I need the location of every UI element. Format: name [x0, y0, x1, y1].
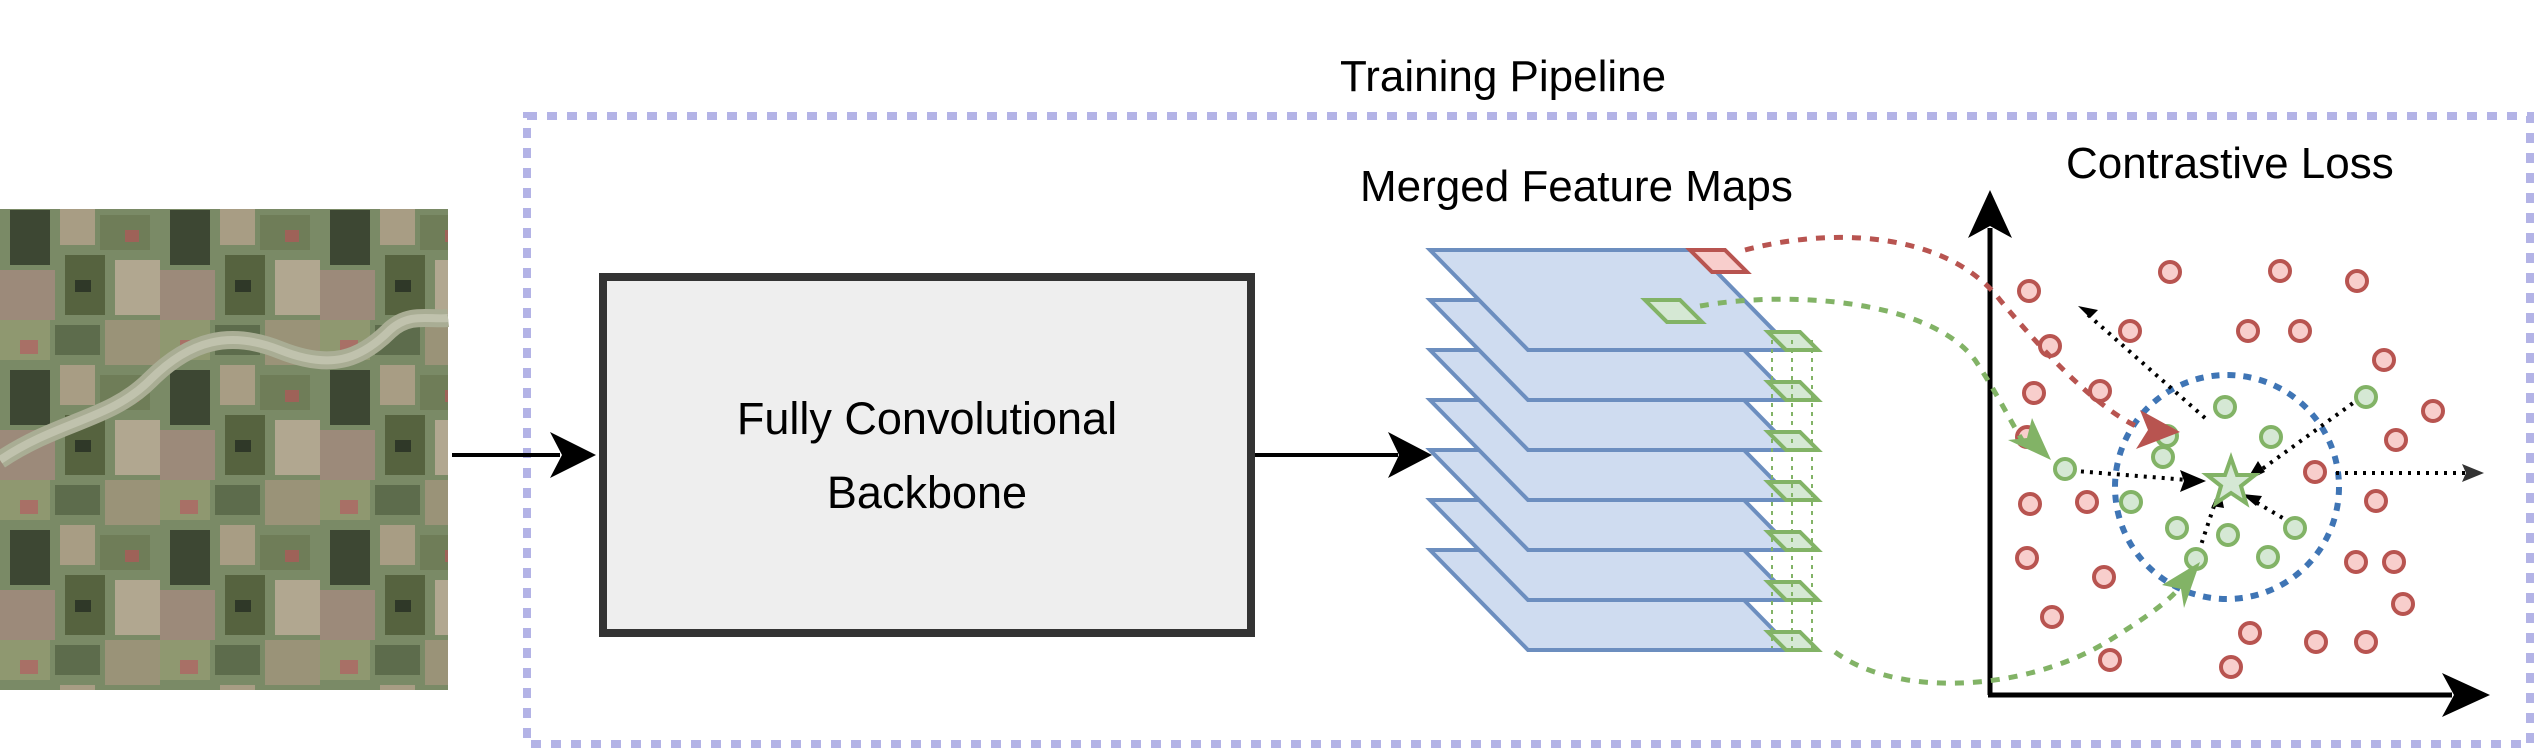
- negative-point: [2421, 399, 2445, 423]
- negative-point: [2088, 379, 2112, 403]
- star-icon: [2201, 451, 2261, 508]
- negative-point: [2158, 260, 2182, 284]
- pull-arrow-upper-right: [2256, 396, 2362, 474]
- positive-point: [2165, 516, 2189, 540]
- negative-point: [2075, 490, 2099, 514]
- feature-maps-label: Merged Feature Maps: [1360, 162, 1793, 211]
- input-arrow: [452, 432, 596, 478]
- negative-point: [2391, 592, 2415, 616]
- positive-cluster-circle: [2112, 372, 2342, 602]
- positive-point: [2151, 445, 2175, 469]
- positive-correspondence-arrow-top: [1699, 296, 2025, 442]
- correspondence-arrows: [1699, 234, 2200, 686]
- negative-point: [2288, 319, 2312, 343]
- positive-correspondence-arrow-bottom: [1833, 583, 2184, 686]
- push-arrowhead-right: [2462, 464, 2484, 482]
- positive-point: [2354, 385, 2378, 409]
- positive-point: [2053, 457, 2077, 481]
- negative-point: [2268, 259, 2292, 283]
- positive-points: [2053, 385, 2378, 571]
- positive-point: [2259, 425, 2283, 449]
- pull-arrowhead-lower-right: [2242, 494, 2262, 506]
- backbone-output-arrow: [1255, 432, 1432, 478]
- positive-arrowhead-top: [2008, 418, 2051, 460]
- negative-point: [2303, 460, 2327, 484]
- negative-point: [2118, 319, 2142, 343]
- negative-point: [2384, 428, 2408, 452]
- negative-point: [2344, 550, 2368, 574]
- positive-feature-cell: [1640, 298, 1707, 324]
- loss-axes: [1968, 190, 2490, 717]
- push-arrowhead-upper-left: [2078, 306, 2098, 318]
- negative-points: [2015, 259, 2445, 679]
- negative-point: [2040, 605, 2064, 629]
- negative-point: [2238, 621, 2262, 645]
- negative-point: [2219, 655, 2243, 679]
- negative-point: [2304, 630, 2328, 654]
- positive-point: [2216, 523, 2240, 547]
- negative-point: [2017, 279, 2041, 303]
- negative-point: [2018, 492, 2042, 516]
- positive-point: [2283, 516, 2307, 540]
- input-satellite-image: [0, 209, 449, 690]
- positive-point: [2256, 545, 2280, 569]
- positive-feature-cell: [1763, 580, 1823, 602]
- positive-arrowhead-bottom: [2162, 562, 2200, 608]
- positive-point: [2213, 395, 2237, 419]
- negative-point: [2015, 546, 2039, 570]
- positive-feature-cell: [1763, 380, 1823, 402]
- positive-feature-cell: [1763, 480, 1823, 502]
- negative-correspondence-arrow: [1744, 234, 2142, 431]
- backbone-label: Fully Convolutional Backbone: [600, 275, 1254, 636]
- pull-arrowhead-left: [2180, 470, 2206, 492]
- contrastive-loss-label: Contrastive Loss: [2066, 139, 2394, 188]
- positive-point: [2119, 490, 2143, 514]
- pull-arrow-left: [2062, 468, 2189, 482]
- negative-feature-cell: [1685, 248, 1752, 274]
- backbone-box: [599, 273, 1255, 637]
- negative-point: [2354, 630, 2378, 654]
- negative-arrowhead: [2136, 410, 2180, 449]
- training-pipeline-border: [523, 112, 2534, 748]
- backbone-label-line1: Fully Convolutional: [736, 392, 1118, 444]
- negative-point: [2098, 648, 2122, 672]
- pipeline-title: Training Pipeline: [1340, 52, 1667, 101]
- negative-point: [2236, 319, 2260, 343]
- negative-point: [2372, 348, 2396, 372]
- negative-point: [2022, 381, 2046, 405]
- negative-point: [2382, 550, 2406, 574]
- negative-point: [2364, 489, 2388, 513]
- feature-column-connectors: [1771, 340, 1813, 648]
- negative-point: [2092, 565, 2116, 589]
- feature-map-stack: [1425, 248, 1823, 652]
- negative-point: [2345, 269, 2369, 293]
- backbone-label-line2: Backbone: [826, 466, 1028, 518]
